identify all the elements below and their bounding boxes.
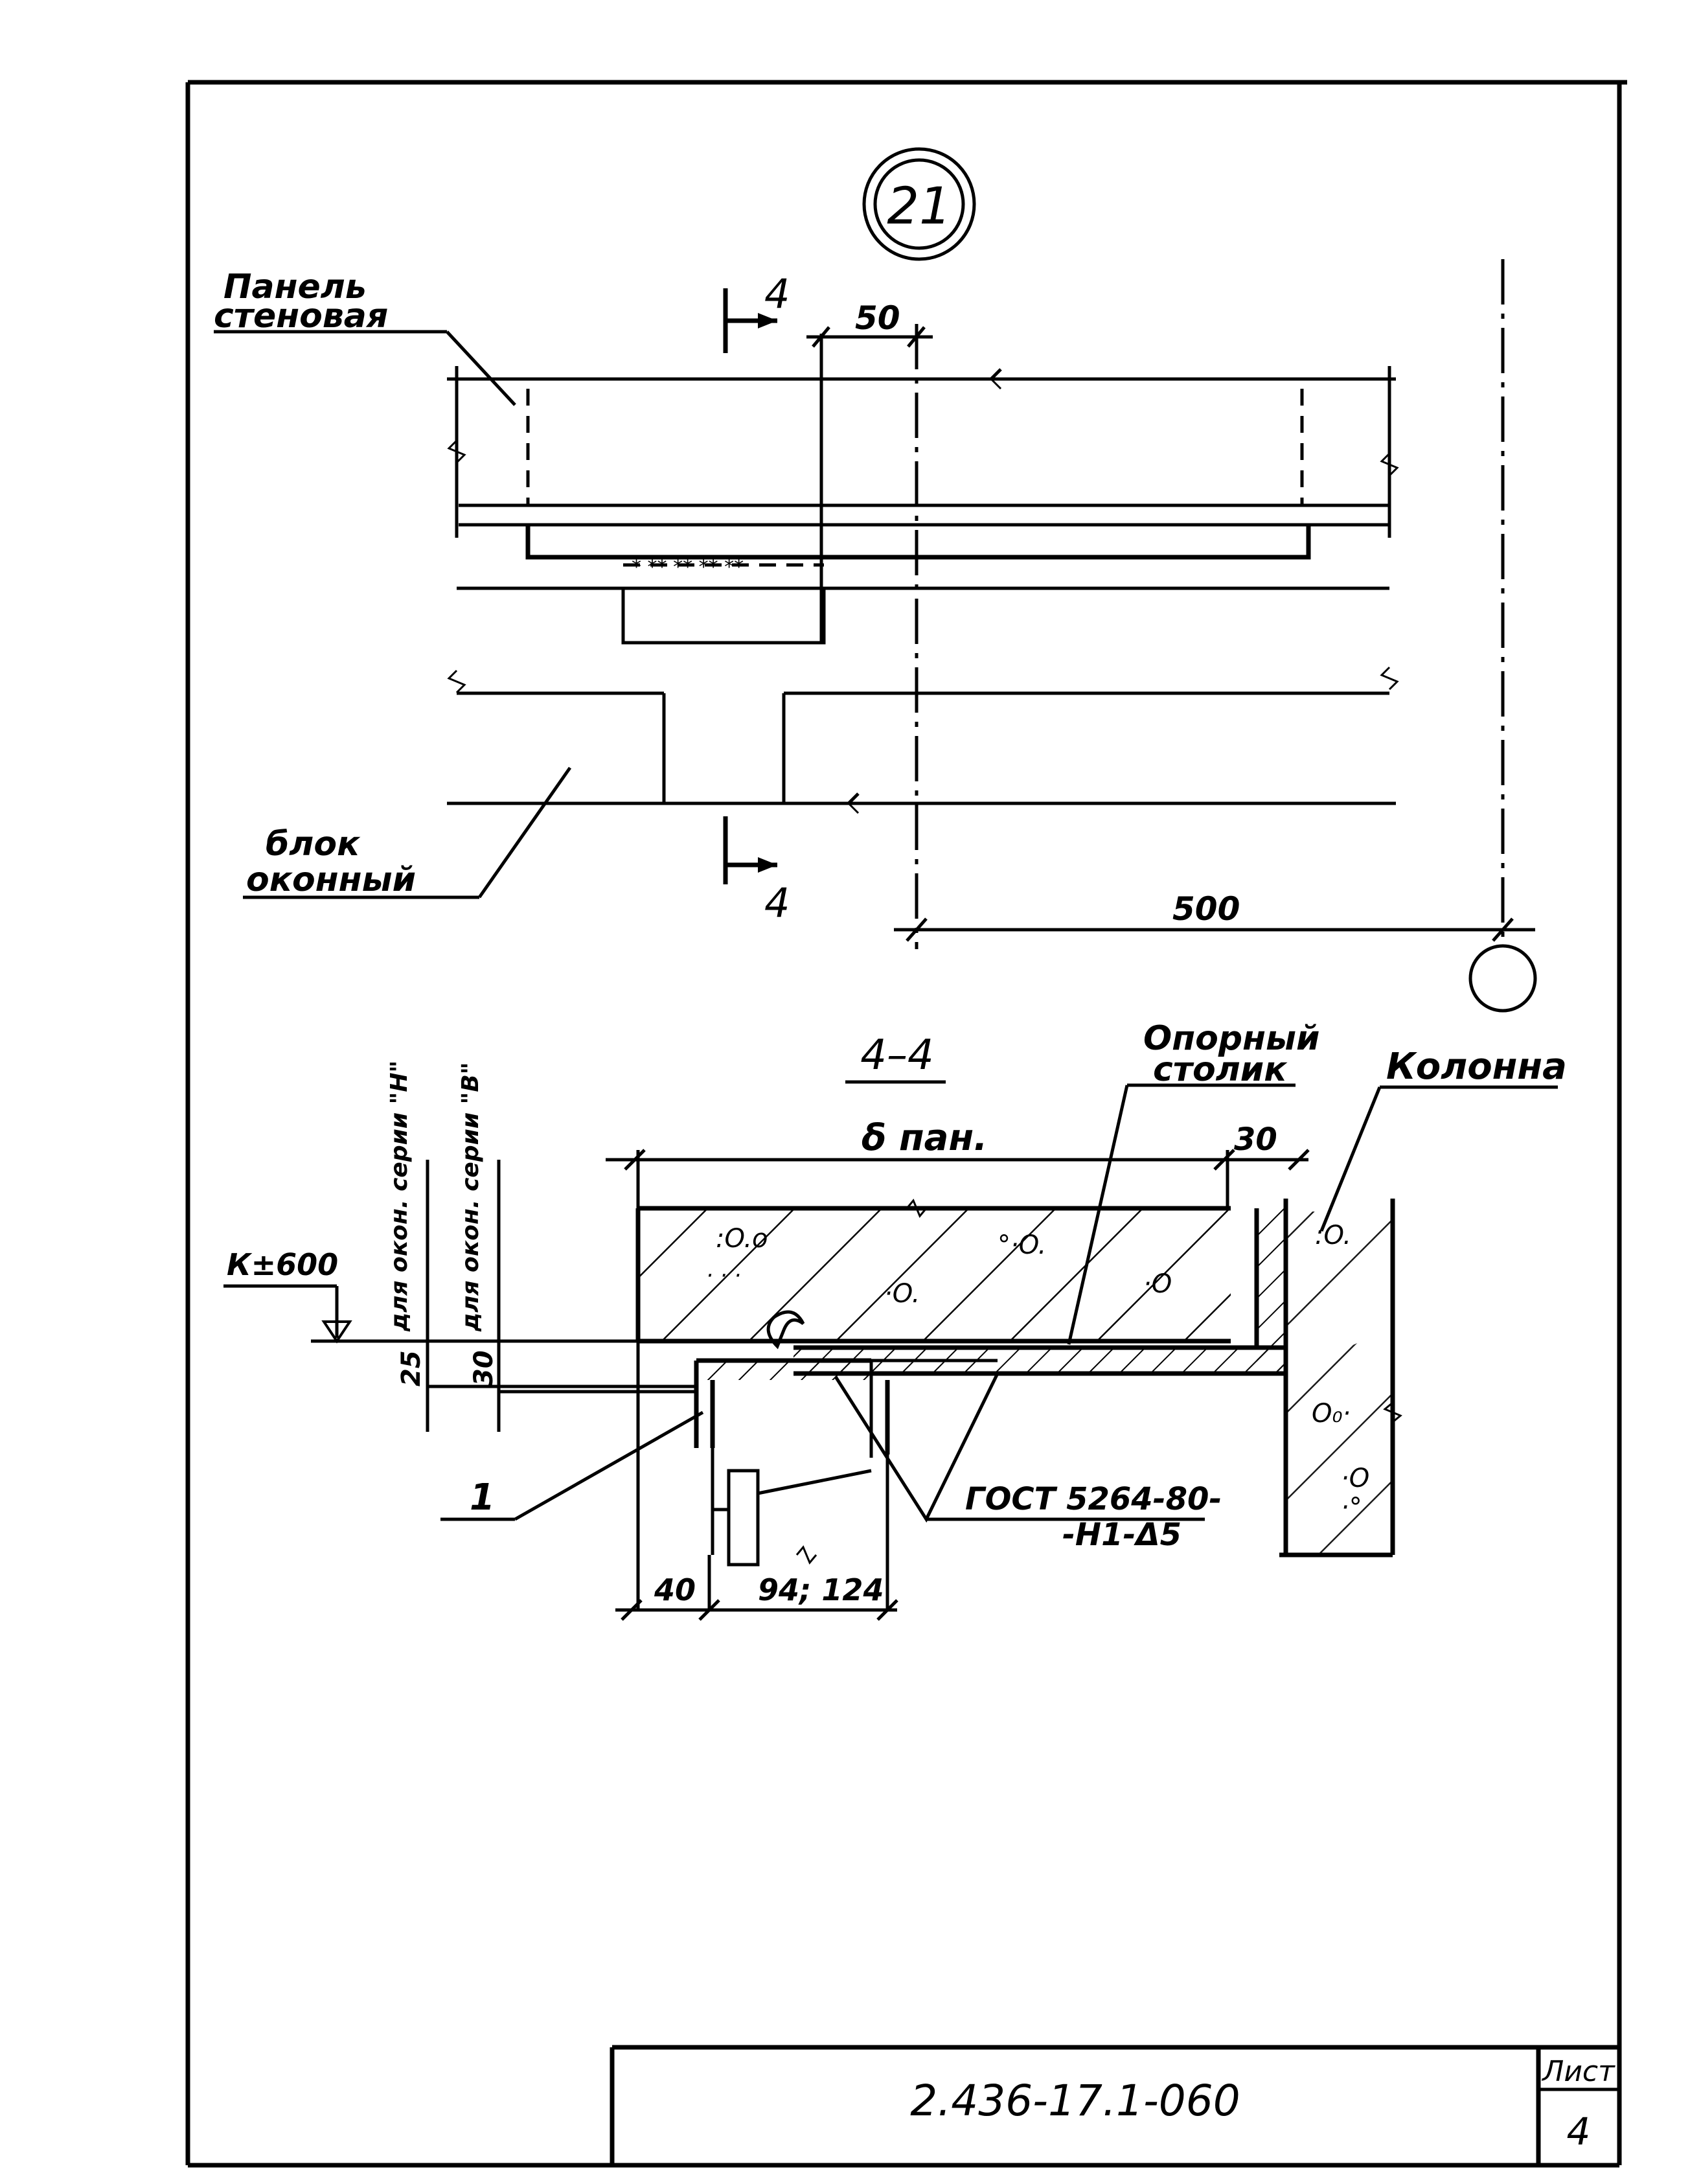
section-mark-bottom-number: 4 xyxy=(764,879,790,926)
svg-text::O.: :O. xyxy=(1315,1221,1351,1250)
weld-callout: ГОСТ 5264-80- -Н1-Δ5 xyxy=(926,1481,1222,1553)
rotated-label-v: для окон. серии "В" xyxy=(457,1062,484,1332)
column-label-text: Колонна xyxy=(1386,1046,1567,1088)
dimension-30-top-value: 30 xyxy=(1234,1121,1277,1158)
section-title: 4–4 xyxy=(845,1031,946,1084)
dimension-25-value: 25 xyxy=(396,1350,426,1386)
section-mark-bottom: 4 xyxy=(723,816,790,926)
wall-panel-label-line1: Панель xyxy=(223,268,367,306)
dimension-50: 50 xyxy=(806,299,933,348)
support-label: Опорный столик xyxy=(1067,1019,1319,1345)
section-title-text: 4–4 xyxy=(860,1031,933,1079)
svg-text:O₀·: O₀· xyxy=(1312,1399,1351,1429)
wall-panel-section xyxy=(638,1208,1231,1341)
svg-text::O.o: :O.o xyxy=(716,1224,768,1254)
dimension-50-value: 50 xyxy=(855,299,900,337)
window-block-label-line1: блок xyxy=(266,825,361,864)
wall-panel-label-line2: стеновая xyxy=(214,297,388,336)
bottom-dimensions: 40 94; 124 xyxy=(615,1341,898,1621)
svg-text:·°: ·° xyxy=(1341,1493,1362,1523)
position-1-callout: 1 xyxy=(440,1410,704,1521)
sheet-frame xyxy=(185,80,1627,2168)
svg-text:·O: ·O xyxy=(1143,1269,1172,1299)
detail-number: 21 xyxy=(887,178,951,236)
detail-number-marker: 21 xyxy=(862,147,976,261)
svg-text:°·O.: °·O. xyxy=(998,1230,1046,1260)
dimension-500: 500 xyxy=(894,890,1535,942)
svg-text:·O: ·O xyxy=(1341,1464,1369,1493)
weld-callout-line1: ГОСТ 5264-80- xyxy=(965,1481,1222,1517)
section-mark-top-number: 4 xyxy=(764,270,790,317)
svg-text:· · ·: · · · xyxy=(706,1263,741,1289)
plan-view: * ** ** ** ** xyxy=(447,259,1505,949)
svg-text:·O.: ·O. xyxy=(884,1279,920,1309)
support-label-line1: Опорный xyxy=(1143,1019,1319,1058)
weld-callout-line2: -Н1-Δ5 xyxy=(1062,1517,1182,1553)
position-1-number: 1 xyxy=(470,1477,495,1519)
dimension-panel-thickness-value: δ пан. xyxy=(862,1117,987,1159)
column-label: Колонна xyxy=(1319,1046,1567,1232)
dimension-40-value: 40 xyxy=(654,1572,696,1607)
level-mark-text: К±600 xyxy=(227,1247,338,1282)
vertical-dimensions: для окон. серии "Н" для окон. серии "В" … xyxy=(386,1061,696,1432)
rotated-label-h: для окон. серии "Н" xyxy=(386,1061,413,1332)
sheet-number: 4 xyxy=(1567,2109,1591,2154)
title-block: 2.436-17.1-060 Лист 4 xyxy=(610,2045,1619,2165)
wall-panel-label: Панель стеновая xyxy=(214,268,516,406)
dimension-94-124-value: 94; 124 xyxy=(758,1572,884,1607)
section-mark-top: 4 xyxy=(723,270,790,353)
support-label-line2: столик xyxy=(1153,1050,1288,1089)
axis-marker-circle xyxy=(1468,944,1537,1013)
sheet-label: Лист xyxy=(1541,2055,1615,2088)
document-code: 2.436-17.1-060 xyxy=(910,2076,1240,2126)
dimension-30-left-value: 30 xyxy=(469,1350,499,1386)
window-block-label-line2: оконный xyxy=(246,860,416,899)
weld-symbols: * ** ** ** ** xyxy=(632,556,744,579)
section-drawing: :O.o ·O. °·O. ·O · · · xyxy=(635,1199,1402,1567)
dimension-500-value: 500 xyxy=(1172,890,1240,928)
window-block-label: блок оконный xyxy=(243,766,572,899)
level-mark: К±600 xyxy=(223,1247,793,1344)
dimension-panel-thickness: δ пан. 30 xyxy=(606,1117,1310,1208)
